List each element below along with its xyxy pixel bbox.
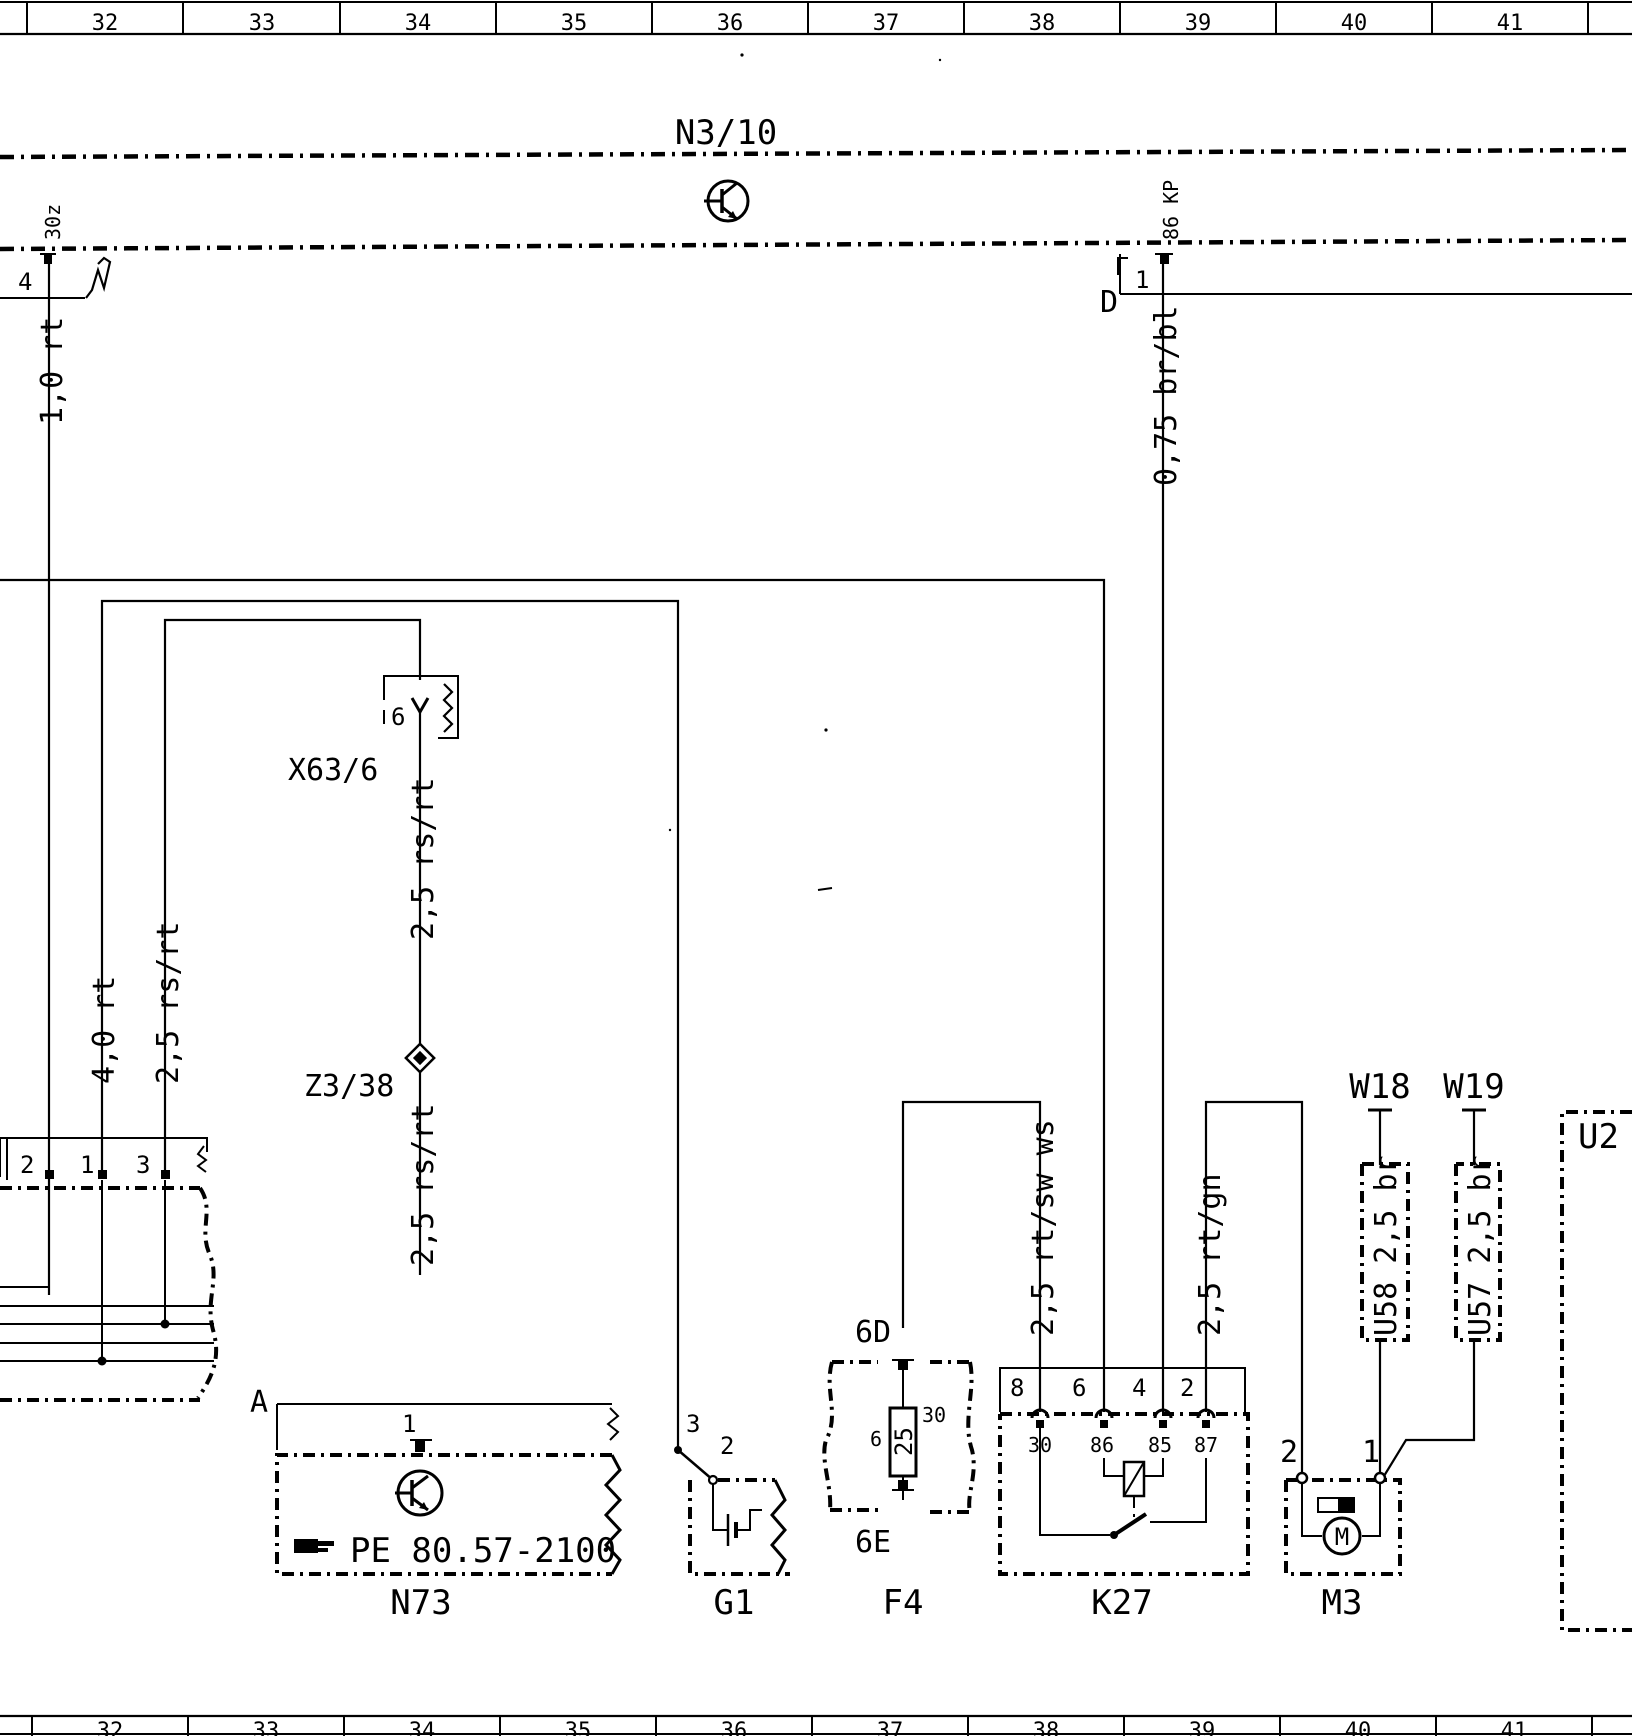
module-n73: A 1 PE 80.57-2100 N73 <box>250 1385 623 1623</box>
relay-k27: 8 6 4 2 30 86 85 87 K27 <box>998 1367 1250 1623</box>
transistor-symbol-icon <box>704 179 750 223</box>
bottom-ruler-cell: 39 <box>1189 1719 1216 1736</box>
bottom-ruler: 32 33 34 35 36 37 38 39 40 41 <box>0 1714 1632 1736</box>
w18-label: W18 <box>1349 1067 1410 1107</box>
pin-30z-label: 30z <box>41 204 65 240</box>
bottom-ruler-cell: 33 <box>253 1719 280 1736</box>
conn-pin-1-label: 1 <box>80 1151 94 1179</box>
f4-pin-6e-label: 6E <box>855 1525 891 1560</box>
top-ruler-cell: 40 <box>1341 11 1368 36</box>
f4-label: F4 <box>883 1583 924 1623</box>
top-ruler-cell: 37 <box>873 11 900 36</box>
battery-g1: 3 2 G1 <box>674 1410 790 1623</box>
wire-label-4-0-rt: 4,0 rt <box>87 976 122 1084</box>
u-module-label: U2 <box>1578 1117 1619 1157</box>
top-ruler-cell: 34 <box>405 11 432 36</box>
m3-pin-1-label: 1 <box>1362 1435 1380 1470</box>
bottom-ruler-cell: 35 <box>565 1719 592 1736</box>
f4-rating-label: 25 <box>890 1427 918 1456</box>
n73-reference: PE 80.57-2100 <box>350 1531 616 1571</box>
k27-pin-4-label: 4 <box>1132 1374 1146 1402</box>
pin-1-label: 1 <box>1135 266 1149 294</box>
pin-4-label: 4 <box>18 268 32 296</box>
pin-86kp-label: 86 KP <box>1159 180 1183 240</box>
connector-block-left: 2 1 3 <box>0 1137 219 1402</box>
k27-pin-86-label: 86 <box>1090 1433 1114 1457</box>
wire-label-2-5-rs-rt-a: 2,5 rs/rt <box>151 921 186 1084</box>
conn-pin-3-label: 3 <box>136 1151 150 1179</box>
top-ruler-cell: 33 <box>249 11 276 36</box>
conn-pin-2-label: 2 <box>20 1151 34 1179</box>
bottom-ruler-cell: 41 <box>1501 1719 1528 1736</box>
g1-label: G1 <box>714 1583 755 1623</box>
bottom-ruler-cell: 36 <box>721 1719 748 1736</box>
top-ruler-cell: 35 <box>561 11 588 36</box>
w19-label: W19 <box>1443 1067 1504 1107</box>
top-ruler-cell: 38 <box>1029 11 1056 36</box>
f4-pin-30-label: 30 <box>922 1403 946 1427</box>
wire-to-k27-pin6 <box>0 578 1106 1412</box>
f4-pin-6-label: 6 <box>870 1427 882 1451</box>
pointing-hand-icon <box>294 1539 334 1553</box>
bottom-ruler-cell: 34 <box>409 1719 436 1736</box>
n3-10-label: N3/10 <box>675 113 777 153</box>
wire-label-0-75-br-bl: 0,75 br/bl <box>1149 305 1184 486</box>
top-ruler-cell: 36 <box>717 11 744 36</box>
wire-label-1-0-rt: 1,0 rt <box>35 317 70 425</box>
x63-6-label: X63/6 <box>288 753 378 788</box>
wire-2-5-rt-sw-ws <box>901 1100 1042 1412</box>
wire-label-u58: U58 2,5 br <box>1369 1155 1404 1336</box>
k27-pin-8-label: 8 <box>1010 1374 1024 1402</box>
connector-pin <box>44 254 52 264</box>
control-unit-n3-10: N3/10 30z 4 86 KP 1 D <box>0 113 1632 320</box>
m3-label: M3 <box>1322 1583 1363 1623</box>
splice-z3-38: Z3/38 <box>304 1042 436 1104</box>
fuse-f4: 2,5 rt/sw ws 6D 25 6 30 6E F4 <box>822 1100 1061 1623</box>
bottom-ruler-cell: 38 <box>1033 1719 1060 1736</box>
top-ruler-cell: 39 <box>1185 11 1212 36</box>
bottom-ruler-cell: 32 <box>97 1719 124 1736</box>
wire-label-u57: U57 2,5 br <box>1463 1155 1498 1336</box>
g1-pin-2-label: 2 <box>720 1432 734 1460</box>
wire-4-0-rt <box>100 599 680 1450</box>
ground-w18: W18 U58 2,5 br <box>1349 1067 1411 1478</box>
bottom-ruler-cell: 40 <box>1345 1719 1372 1736</box>
n73-label: N73 <box>390 1583 451 1623</box>
wire-label-2-5-rs-rt-c: 2,5 rs/rt <box>406 1103 441 1266</box>
bottom-ruler-cell: 37 <box>877 1719 904 1736</box>
f4-pin-6d-label: 6D <box>855 1315 891 1350</box>
m3-motor-symbol: M <box>1335 1523 1349 1551</box>
x63-pin-6-label: 6 <box>391 703 405 731</box>
connector-pin <box>1160 254 1169 264</box>
m3-pin-2-label: 2 <box>1280 1435 1298 1470</box>
wire-label-2-5-rt-gn: 2,5 rt/gn <box>1193 1173 1228 1336</box>
g1-pin-3-label: 3 <box>686 1410 700 1438</box>
wire-2-5-rt-gn <box>1204 1100 1304 1478</box>
connector-pin <box>415 1440 425 1452</box>
top-ruler-cell: 32 <box>92 11 119 36</box>
transistor-symbol-icon <box>395 1469 444 1517</box>
top-ruler: 32 33 34 35 36 37 38 39 40 41 <box>0 1 1632 36</box>
motor-m3: 2 1 M M3 <box>1280 1435 1402 1623</box>
ref-a-label: A <box>250 1385 268 1420</box>
wire-2-5-rs-rt-a <box>163 618 422 1170</box>
k27-pin-2-label: 2 <box>1180 1374 1194 1402</box>
k27-label: K27 <box>1091 1583 1152 1623</box>
n73-pin-1-label: 1 <box>402 1410 416 1438</box>
k27-pin-87-label: 87 <box>1194 1433 1218 1457</box>
wire-label-2-5-rs-rt-b: 2,5 rs/rt <box>406 777 441 940</box>
ground-w19: W19 U57 2,5 br <box>1383 1067 1505 1477</box>
module-u-partial: U2 <box>1560 1110 1632 1632</box>
z3-38-label: Z3/38 <box>304 1069 394 1104</box>
k27-pin-6-label: 6 <box>1072 1374 1086 1402</box>
k27-pin-85-label: 85 <box>1148 1433 1172 1457</box>
wire-label-2-5-rt-sw-ws: 2,5 rt/sw ws <box>1026 1119 1061 1336</box>
connector-x63-6: 6 X63/6 <box>288 675 459 788</box>
ref-d-label: D <box>1100 285 1118 320</box>
top-ruler-cell: 41 <box>1497 11 1524 36</box>
